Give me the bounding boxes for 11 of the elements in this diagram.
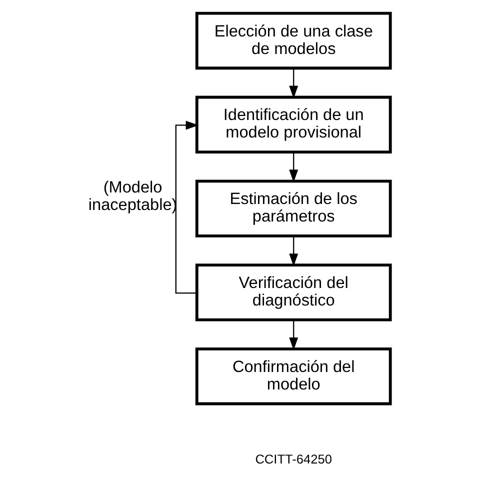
arrow (288, 68, 298, 99)
arrow (174, 120, 198, 294)
arrow (288, 236, 298, 266)
node-box: Estimación de los parámetros (194, 180, 392, 238)
arrow (288, 152, 298, 182)
arrow (288, 320, 298, 350)
node-box: Elección de una clase de modelos (194, 12, 392, 70)
node-box: Identificación de un modelo provisional (194, 96, 392, 154)
node-box: Confirmación del modelo (194, 348, 392, 406)
label: CCITT-64250 (254, 452, 332, 467)
node-box: Verificación del diagnóstico (194, 264, 392, 322)
